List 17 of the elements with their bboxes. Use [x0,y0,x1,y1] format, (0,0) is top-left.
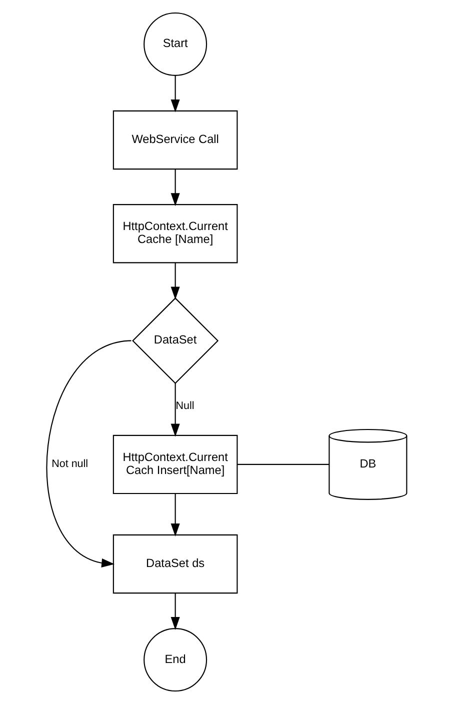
arrow [170,170,180,206]
connector [237,464,330,465]
arrow [170,262,180,300]
arrow [170,494,180,536]
node-circle: End [144,628,208,692]
node-box: HttpContext.Current Cache [Name] [112,204,238,264]
arrow [46,340,132,568]
edge-label: Not null [52,458,88,470]
node-box: DataSet ds [112,534,238,594]
arrow [170,75,180,112]
arrow [170,593,180,630]
arrow [170,383,180,437]
node-box: HttpContext.Current Cach Insert[Name] [112,434,238,494]
node-circle: Start [144,12,208,76]
edge-label: Null [176,400,194,412]
node-diamond: DataSet [132,297,219,384]
node-box: WebService Call [112,110,238,170]
